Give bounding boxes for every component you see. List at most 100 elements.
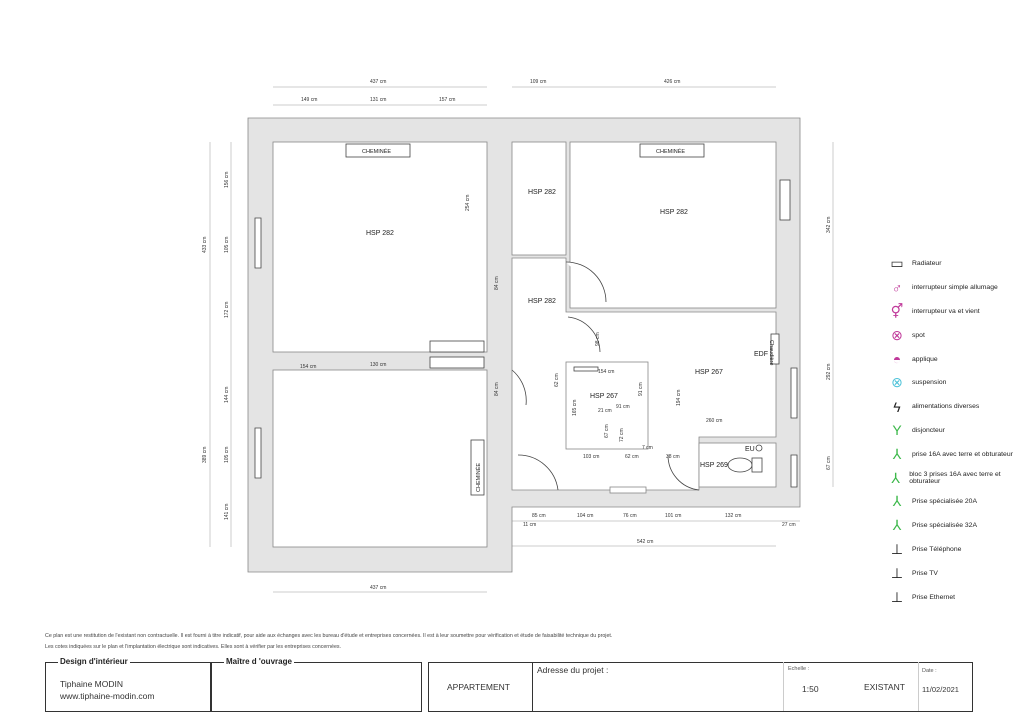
- dimension-label: 7 cm: [642, 445, 653, 451]
- room-label: HSP 282: [528, 298, 556, 305]
- dimension-label: 172 cm: [224, 302, 230, 318]
- dimension-label: 62 cm: [625, 454, 639, 460]
- dimension-label: 21 cm: [598, 408, 612, 414]
- dimension-label: 292 cm: [826, 364, 832, 380]
- dimension-label: 156 cm: [224, 172, 230, 188]
- dimension-label: 103 cm: [583, 454, 599, 460]
- dimension-label: 131 cm: [370, 97, 386, 103]
- legend-item: ◓ applique: [882, 347, 1022, 371]
- date-value: 11/02/2021: [922, 685, 959, 694]
- tv-outlet-icon: ⊥: [890, 564, 904, 581]
- fixtures: [254, 143, 798, 496]
- breaker-icon: Y: [892, 422, 902, 439]
- dimension-label: 11 cm: [523, 522, 536, 528]
- legend-label: Radiateur: [912, 260, 942, 268]
- legend-item: ϟ alimentations diverses: [882, 395, 1022, 419]
- dimension-label: 38 cm: [666, 454, 680, 460]
- legend-label: Prise Téléphone: [912, 545, 962, 553]
- legend-label: interrupteur va et vient: [912, 307, 980, 315]
- dimension-label: 84 cm: [494, 382, 500, 396]
- outlet-20a-icon: ⅄: [892, 493, 902, 510]
- legend-label: applique: [912, 355, 938, 363]
- dimension-label: 144 cm: [224, 387, 230, 403]
- dimension-label: 130 cm: [370, 362, 386, 368]
- floor-plan: HSP 282 HSP 282 HSP 282 HSP 282 HSP 267 …: [202, 79, 834, 593]
- legend-label: prise 16A avec terre et obturateur: [912, 450, 1013, 458]
- dimension-label: 154 cm: [300, 364, 316, 370]
- dimension-label: 149 cm: [301, 97, 317, 103]
- room-label: HSP 267: [695, 369, 723, 376]
- dimension-label: 91 cm: [616, 404, 630, 410]
- owner-title: Maître d 'ouvrage: [224, 657, 294, 666]
- dimension-label: 109 cm: [530, 79, 546, 85]
- dimension-label: 98 cm: [595, 332, 601, 346]
- room-labels: HSP 282 HSP 282 HSP 282 HSP 282 HSP 267 …: [362, 148, 774, 492]
- dimension-label: 84 cm: [494, 276, 500, 290]
- fireplace-label: CHEMINÉE: [475, 463, 482, 492]
- rooms: [272, 141, 777, 548]
- dimension-label: 27 cm: [782, 522, 796, 528]
- outlet-16a-icon: ⅄: [892, 445, 902, 462]
- legend-item: ⅄ prise 16A avec terre et obturateur: [882, 442, 1022, 466]
- legend: ▭Radiateur ♂ interrupteur simple allumage ⚥…: [882, 252, 1022, 609]
- dimension-label: 437 cm: [370, 585, 386, 591]
- room-label: HSP 269: [700, 462, 728, 469]
- dimension-label: 426 cm: [664, 79, 680, 85]
- disclaimer-note: Ce plan est une restitution de l'existan…: [45, 633, 613, 639]
- pendant-light-icon: ⊗: [891, 374, 903, 391]
- dimension-label: 62 cm: [554, 373, 560, 387]
- address-label: Adresse du projet :: [537, 665, 609, 675]
- dimension-label: 437 cm: [370, 79, 386, 85]
- legend-item: ▭Radiateur: [882, 252, 1022, 276]
- dimension-label: 165 cm: [572, 400, 578, 416]
- dimension-label: 342 cm: [826, 217, 832, 233]
- room-label: HSP 282: [660, 209, 688, 216]
- legend-label: interrupteur simple allumage: [912, 284, 998, 292]
- dimension-label: 91 cm: [638, 382, 644, 396]
- dimension-label: 194 cm: [676, 390, 682, 406]
- legend-label: Prise spécialisée 20A: [912, 498, 977, 506]
- outlet-block-icon: ⅄: [891, 469, 900, 486]
- wall-light-icon: ◓: [892, 351, 902, 368]
- owner-box: [210, 662, 422, 712]
- dimension-label: 76 cm: [623, 513, 637, 519]
- legend-item: ♂ interrupteur simple allumage: [882, 276, 1022, 300]
- legend-label: bloc 3 prises 16A avec terre et obturate…: [909, 471, 1001, 486]
- dimension-label: 101 cm: [665, 513, 681, 519]
- legend-label: disjoncteur: [912, 426, 945, 434]
- legend-label: suspension: [912, 379, 947, 387]
- legend-label: Prise Ethernet: [912, 593, 956, 601]
- dimension-label: 105 cm: [224, 237, 230, 253]
- dimension-label: 141 cm: [224, 504, 230, 520]
- dimension-label: 260 cm: [706, 418, 722, 424]
- plan-state: EXISTANT: [864, 682, 905, 692]
- outlet-32a-icon: ⅄: [892, 517, 902, 534]
- dimension-label: 67 cm: [826, 456, 832, 470]
- project-box: [428, 662, 973, 712]
- phone-outlet-icon: ⊥: [890, 540, 904, 557]
- date-label: Date :: [922, 668, 937, 674]
- dimension-label: 72 cm: [619, 428, 625, 442]
- legend-item: ⊗ suspension: [882, 371, 1022, 395]
- dimension-label: 154 cm: [598, 369, 614, 375]
- legend-item: ⚥interrupteur va et vient: [882, 300, 1022, 324]
- switch-simple-icon: ♂: [891, 279, 903, 296]
- fireplace-label: CHEMINÉE: [362, 148, 391, 155]
- electric-meter-label: EDF: [754, 351, 768, 358]
- dimension-label: 254 cm: [465, 195, 471, 211]
- room-label: HSP 282: [366, 230, 394, 237]
- legend-item: ⊥ Prise Téléphone: [882, 538, 1022, 562]
- legend-label: Prise TV: [912, 569, 938, 577]
- dimension-label: 85 cm: [532, 513, 546, 519]
- power-supply-icon: ϟ: [893, 398, 901, 415]
- scale-label: Echelle :: [788, 666, 810, 672]
- dimension-label: 104 cm: [577, 513, 593, 519]
- dimension-label: 132 cm: [725, 513, 741, 519]
- ethernet-outlet-icon: ⊥: [890, 588, 904, 605]
- legend-item: ⅄Prise spécialisée 32A: [882, 514, 1022, 538]
- dimension-label: 542 cm: [637, 539, 653, 545]
- room-label: HSP 267: [590, 393, 618, 400]
- legend-label: alimentations diverses: [912, 403, 980, 411]
- dimension-label: 433 cm: [202, 237, 208, 253]
- designer-website[interactable]: www.tiphaine-modin.com: [60, 691, 155, 701]
